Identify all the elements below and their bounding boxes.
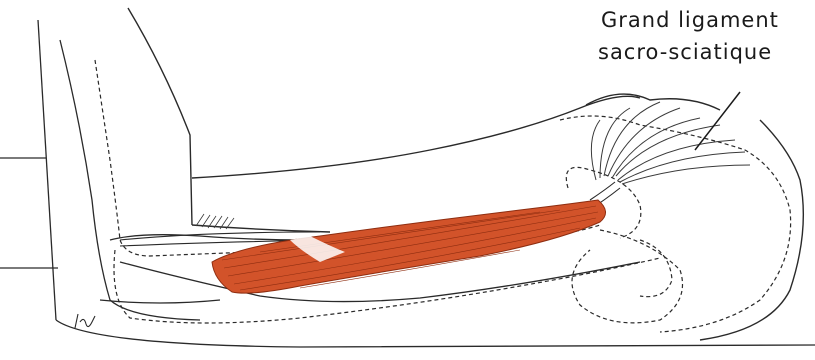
artist-signature-mark [75,314,95,328]
ligament-label-line-1: Grand ligament [601,8,779,32]
table-lines [0,20,815,347]
bone-contours [95,60,791,332]
leg-outline [60,40,640,320]
ligament-fan [591,102,750,184]
ligament-label-line-2: sacro-sciatique [598,40,772,64]
